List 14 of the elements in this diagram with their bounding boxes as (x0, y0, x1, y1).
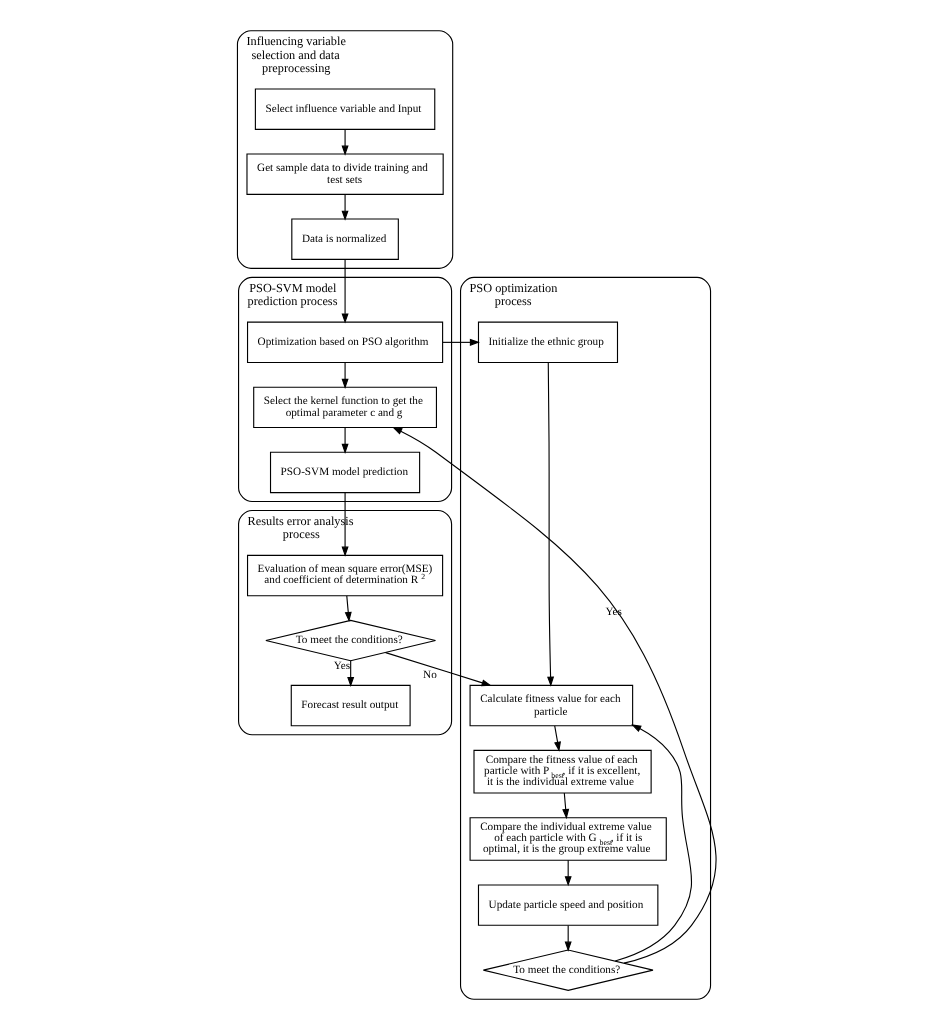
arrow (341, 427, 349, 454)
arrow (442, 338, 480, 346)
arrow (385, 652, 492, 687)
arrow (392, 426, 717, 964)
arrow (344, 595, 352, 623)
arrow (547, 362, 555, 687)
arrow (341, 492, 349, 557)
arrow (341, 128, 349, 156)
arrow (341, 259, 349, 324)
arrow (562, 792, 570, 820)
arrow (341, 193, 349, 221)
arrow (341, 362, 349, 389)
arrow (614, 724, 693, 962)
arrow (554, 725, 561, 752)
